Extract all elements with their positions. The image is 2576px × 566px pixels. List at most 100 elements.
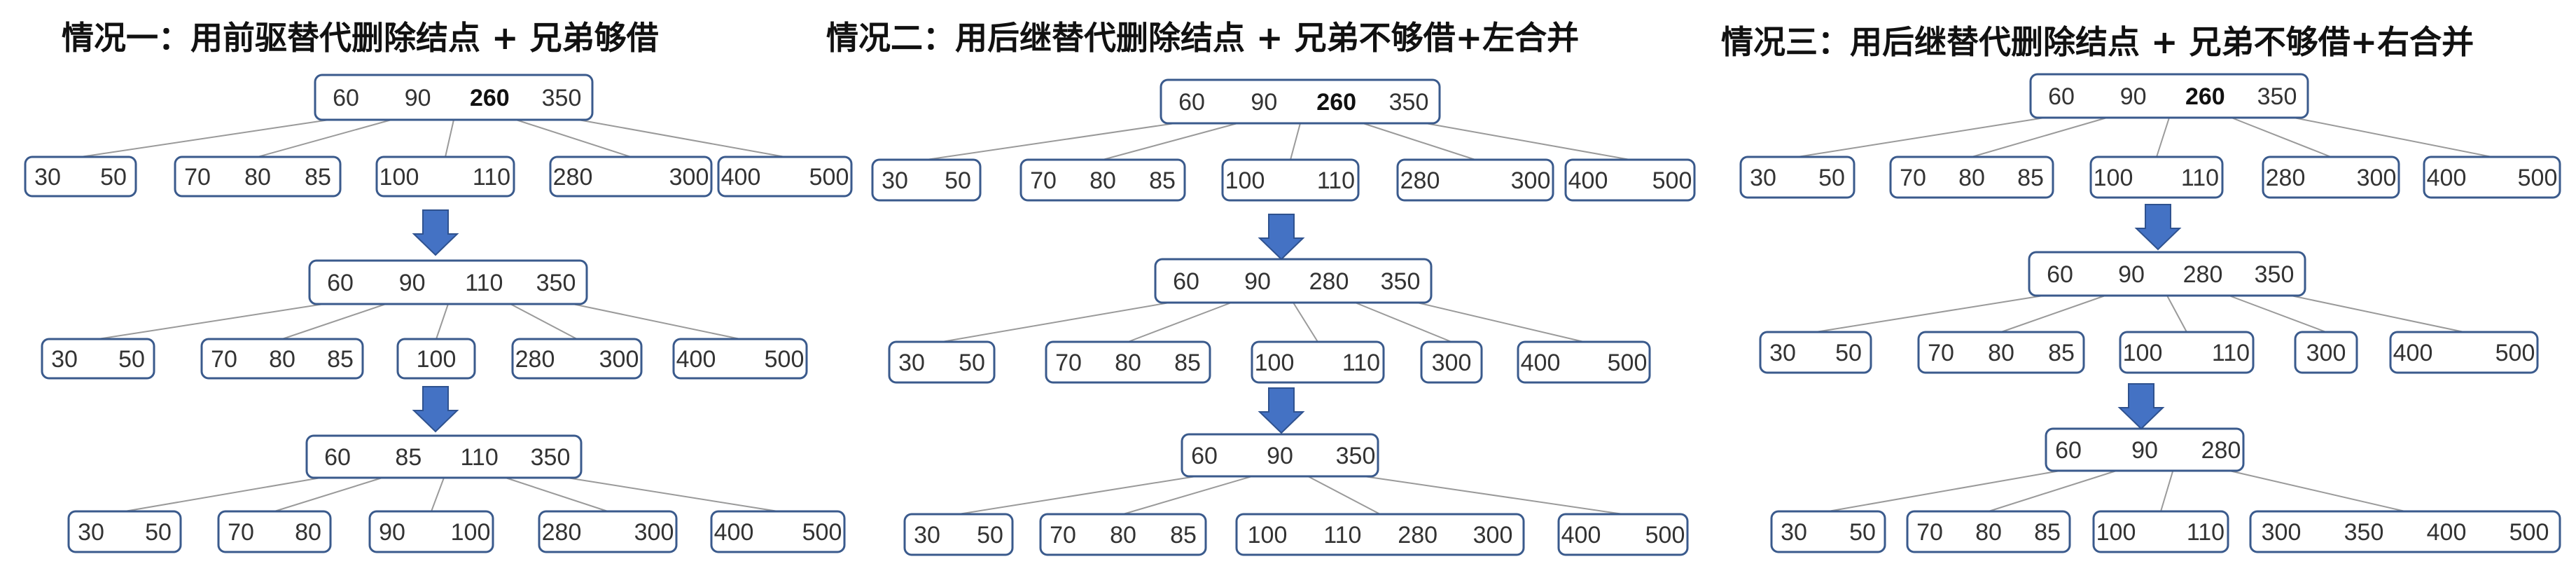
child-node: 100 bbox=[396, 338, 476, 380]
node-key: 60 bbox=[2047, 261, 2073, 288]
child-node-box bbox=[1251, 340, 1385, 384]
node-key: 30 bbox=[78, 519, 104, 546]
tree-edge bbox=[124, 477, 321, 512]
child-node-box bbox=[1759, 331, 1872, 374]
node-key: 260 bbox=[2185, 83, 2225, 110]
node-key: 90 bbox=[405, 85, 431, 111]
child-node-box bbox=[903, 513, 1014, 556]
node-key: 110 bbox=[461, 444, 499, 471]
root-node-box bbox=[2029, 73, 2309, 119]
node-key: 280 bbox=[2201, 437, 2241, 464]
child-node: 30 50 bbox=[871, 158, 982, 202]
child-node-box bbox=[368, 510, 494, 553]
node-key: 400 bbox=[2427, 165, 2467, 191]
node-key: 70 bbox=[211, 346, 237, 373]
tree-edge bbox=[2229, 295, 2327, 333]
child-node-box bbox=[174, 156, 342, 198]
down-arrow-icon bbox=[1258, 387, 1305, 434]
child-node-box bbox=[717, 156, 853, 198]
node-key: 30 bbox=[1781, 519, 1807, 546]
child-node-box bbox=[24, 156, 137, 198]
node-key: 85 bbox=[395, 444, 422, 471]
child-node-box bbox=[1045, 340, 1211, 384]
tree-edge bbox=[2156, 117, 2170, 158]
node-key: 80 bbox=[1115, 350, 1141, 376]
child-node-box bbox=[1770, 510, 1886, 553]
node-key: 70 bbox=[1055, 350, 1082, 376]
node-key: 85 bbox=[1174, 350, 1201, 376]
node-key: 80 bbox=[1988, 340, 2014, 366]
child-node-box bbox=[549, 156, 713, 198]
tree-edge bbox=[941, 302, 1170, 343]
node-key: 60 bbox=[1191, 443, 1218, 469]
node-key: 85 bbox=[2034, 519, 2061, 546]
tree-edge bbox=[281, 303, 387, 340]
child-node-box bbox=[396, 338, 476, 380]
node-key: 90 bbox=[2131, 437, 2158, 464]
tree-edge bbox=[515, 119, 632, 158]
root-node-box bbox=[308, 259, 588, 305]
case-2-title: 情况二：用后继替代删除结点 + 兄弟不够借+左合并 bbox=[826, 19, 1579, 57]
tree-edge bbox=[1827, 470, 2061, 512]
child-node-box bbox=[2092, 510, 2229, 553]
child-node-box bbox=[41, 338, 155, 380]
child-node-box bbox=[2262, 156, 2400, 199]
child-node-box bbox=[217, 510, 332, 553]
child-node: 100 110 bbox=[2089, 156, 2224, 199]
node-key: 60 bbox=[1178, 89, 1205, 116]
tree-edge bbox=[1797, 117, 2045, 158]
node-key: 100 bbox=[380, 164, 419, 191]
tree-edge bbox=[505, 477, 608, 512]
node-key: 50 bbox=[959, 350, 985, 376]
child-node: 400 500 bbox=[2423, 156, 2561, 199]
tree-edge bbox=[1293, 302, 1318, 343]
node-key: 500 bbox=[1652, 167, 1692, 194]
node-key: 50 bbox=[945, 167, 971, 194]
tree-edge bbox=[1102, 123, 1238, 160]
node-key: 30 bbox=[882, 167, 908, 194]
node-key: 500 bbox=[2518, 165, 2558, 191]
node-key: 110 bbox=[2181, 165, 2219, 191]
node-key: 60 bbox=[324, 444, 351, 471]
child-node-box bbox=[2249, 510, 2561, 553]
node-key: 80 bbox=[244, 164, 271, 191]
tree-edge bbox=[1127, 302, 1232, 343]
node-key: 90 bbox=[2118, 261, 2145, 288]
node-key: 300 bbox=[2306, 340, 2346, 366]
node-key: 30 bbox=[51, 346, 78, 373]
child-node: 300 bbox=[2294, 331, 2358, 374]
node-key: 85 bbox=[327, 346, 354, 373]
node-key: 500 bbox=[2509, 519, 2549, 546]
node-key: 280 bbox=[515, 346, 555, 373]
tree-edge bbox=[578, 119, 786, 158]
node-key: 350 bbox=[1389, 89, 1429, 116]
node-key: 100 bbox=[2094, 165, 2133, 191]
node-key: 110 bbox=[2212, 340, 2250, 366]
tree-edge bbox=[1307, 476, 1381, 515]
tree-edge bbox=[1815, 295, 2044, 333]
